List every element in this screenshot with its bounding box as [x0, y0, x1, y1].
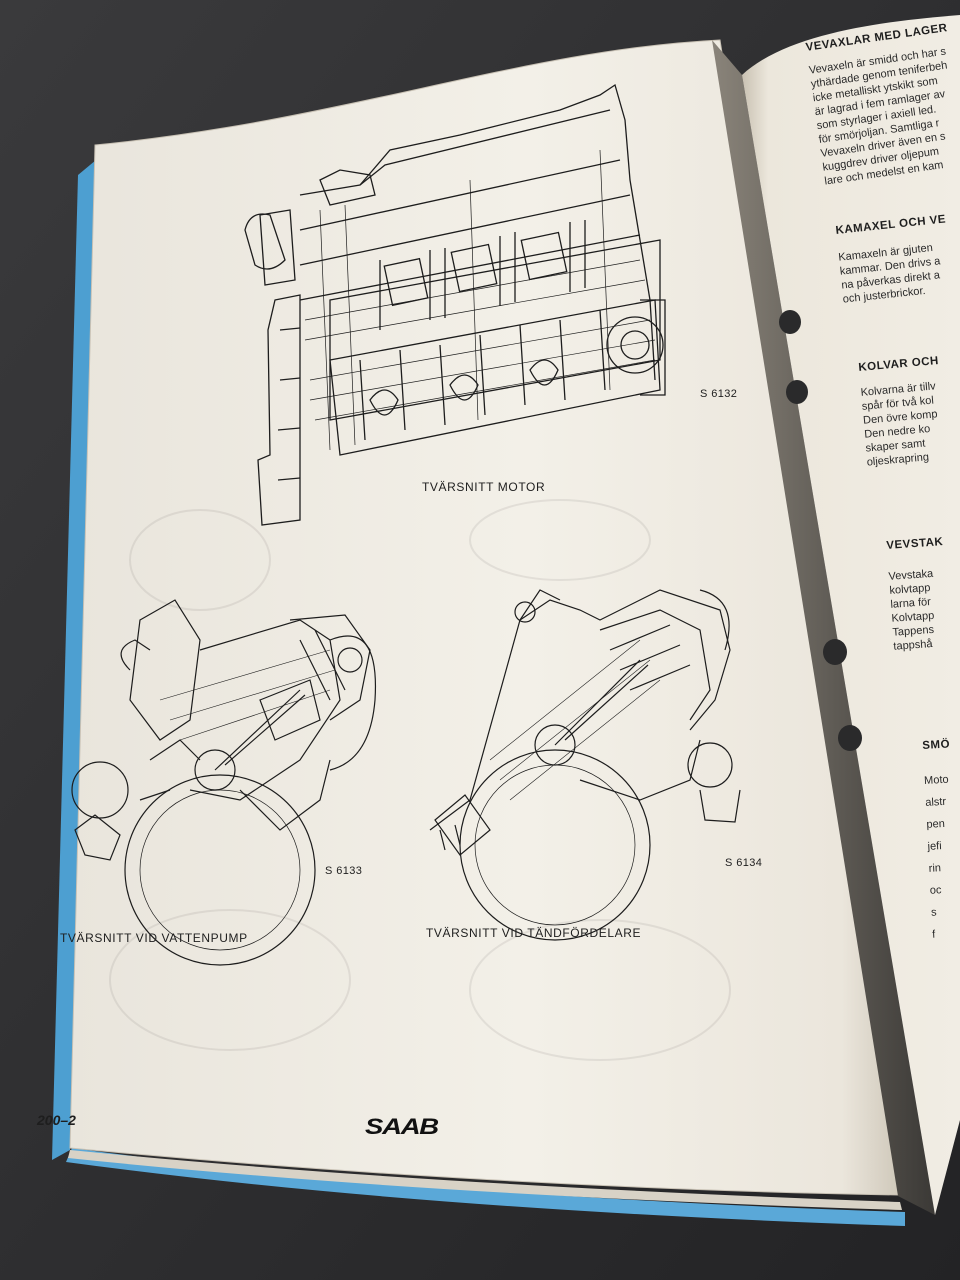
page-stack-edge: [68, 1150, 902, 1210]
punch-hole: [779, 310, 801, 334]
punch-holes: [779, 310, 862, 751]
section-body: Kolvarna är tillv spår för två kol Den ö…: [860, 379, 948, 470]
section-smorjning: SMÖ Moto alstr pen jefi rin oc s f: [922, 739, 960, 946]
body-line: alstr: [924, 795, 947, 809]
caption-tandfordelare: TVÄRSNITT VID TÄNDFÖRDELARE: [426, 926, 642, 940]
distributor-section-drawing: [429, 589, 741, 941]
bleed-through: [109, 499, 731, 1061]
body-line: tappshå: [893, 638, 933, 653]
engine-cross-section-drawing: [244, 83, 666, 526]
body-line: s: [930, 906, 937, 919]
body-line: Moto: [923, 773, 949, 787]
left-page: [69, 39, 901, 1196]
section-vevstakar: VEVSTAK Vevstaka kolvtapp larna för Kolv…: [886, 536, 951, 654]
section-body: Vevstaka kolvtapp larna för Kolvtapp Tap…: [888, 566, 951, 654]
caption-motor: TVÄRSNITT MOTOR: [422, 480, 546, 494]
section-body: Kamaxeln är gjuten kammar. Den drivs a n…: [838, 239, 954, 306]
body-line: rin: [928, 862, 942, 875]
section-body: Vevaxeln är smidd och har s ythärdade ge…: [808, 44, 960, 189]
body-line: oc: [929, 884, 942, 897]
section-body: Moto alstr pen jefi rin oc s f: [924, 769, 960, 946]
figure-code-vattenpump: S 6133: [325, 865, 363, 877]
section-vevaxlar: VEVAXLAR MED LAGER Vevaxeln är smidd och…: [805, 22, 960, 188]
punch-hole: [838, 725, 862, 751]
section-heading: SMÖ: [922, 738, 951, 752]
binder-edge: [52, 160, 96, 1160]
water-pump-section-drawing: [71, 599, 377, 966]
body-line: pen: [926, 817, 946, 831]
section-heading: VEVSTAK: [886, 536, 944, 552]
page-number: 200–2: [37, 1112, 76, 1128]
saab-logo: SAAB: [365, 1114, 439, 1139]
figure-code-tandfordelare: S 6134: [725, 857, 763, 869]
book-gutter: [712, 40, 935, 1215]
section-kolvar: KOLVAR OCH Kolvarna är tillv spår för tv…: [858, 355, 948, 470]
body-line: f: [931, 928, 936, 941]
binder-edge-bottom: [66, 1148, 905, 1226]
figure-code-motor: S 6132: [700, 388, 738, 400]
section-heading: KOLVAR OCH: [858, 354, 940, 374]
section-heading: KAMAXEL OCH VE: [835, 213, 947, 237]
caption-vattenpump: TVÄRSNITT VID VATTENPUMP: [60, 931, 248, 945]
punch-hole: [786, 380, 808, 404]
section-kamaxel: KAMAXEL OCH VE Kamaxeln är gjuten kammar…: [835, 213, 954, 306]
punch-hole: [823, 639, 847, 665]
body-line: jefi: [927, 840, 942, 853]
